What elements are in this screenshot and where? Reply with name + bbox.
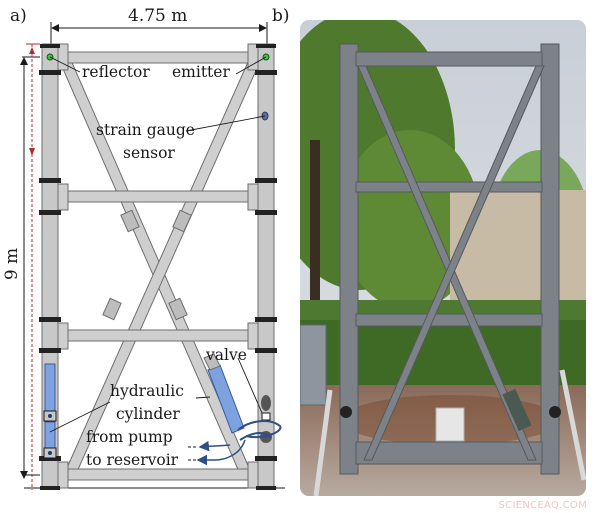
hoses: [196, 439, 246, 466]
hydraulic-label-line2: cylinder: [116, 405, 180, 423]
right-column: [255, 43, 277, 490]
hydraulic-label-line1: hydraulic: [110, 382, 184, 400]
watermark: SCIENCEAQ.COM: [498, 500, 587, 511]
emitter-label: emitter: [172, 63, 230, 81]
valve-assembly: [237, 395, 282, 443]
panel-a-label: a): [10, 6, 27, 26]
width-dimension: [50, 22, 268, 44]
reflector-label: reflector: [82, 63, 150, 81]
panel-b-label: b): [272, 6, 290, 26]
width-dimension-label: 4.75 m: [128, 6, 188, 26]
from-pump-label: from pump: [86, 428, 173, 446]
horizontal-beams: [57, 43, 259, 489]
diagonal-hydraulic-cylinder: [203, 353, 245, 434]
left-hydraulic-cylinder: [43, 363, 57, 459]
frame-schematic: [20, 22, 285, 490]
valve-label: valve: [206, 346, 247, 364]
strain-gauge-label-line1: strain gauge: [96, 121, 195, 139]
test-frame-photo: [300, 20, 586, 496]
leader-lines: [49, 56, 267, 461]
strain-gauge-label-line2: sensor: [123, 144, 175, 162]
to-reservoir-label: to reservoir: [86, 451, 179, 469]
height-dimension-label: 9 m: [2, 247, 23, 281]
